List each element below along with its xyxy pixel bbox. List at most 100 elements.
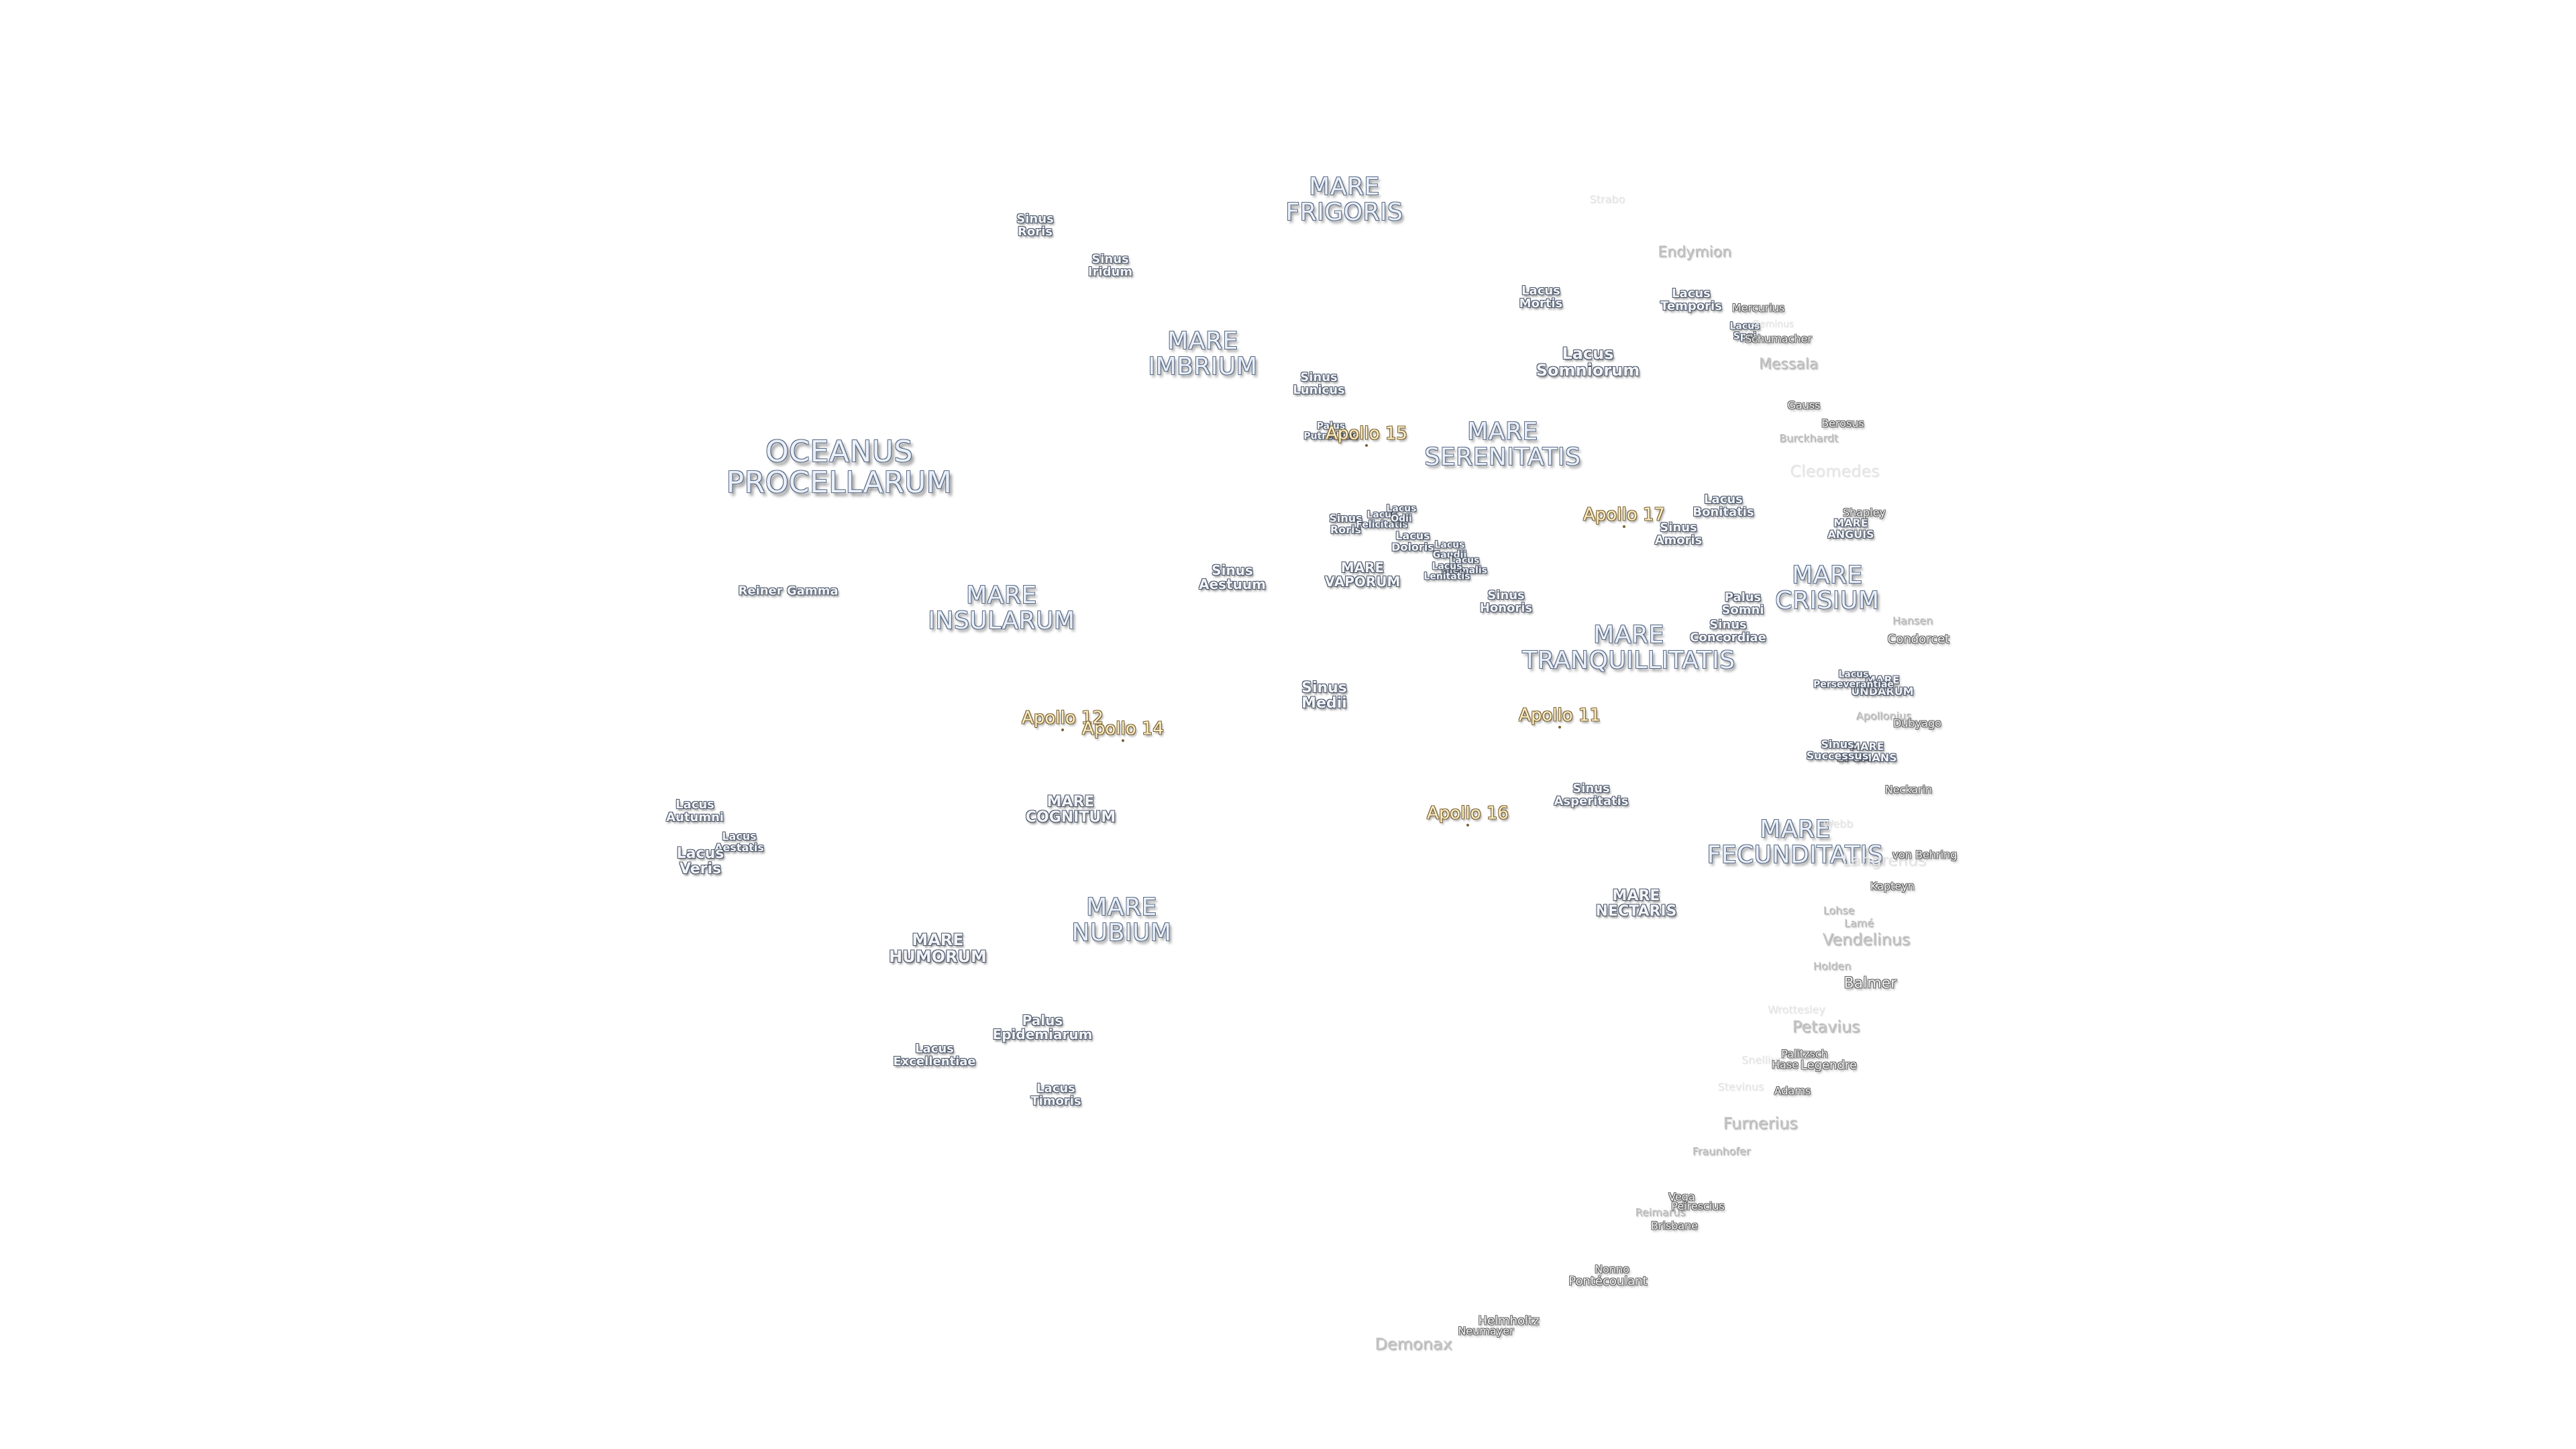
crater-hansen-label: Hansen bbox=[1892, 614, 1933, 627]
mare-imbrium-label: MARE IMBRIUM bbox=[1148, 327, 1258, 380]
crater-wrottesley-label: Wrottesley bbox=[1768, 1003, 1825, 1016]
crater-adams-label: Adams bbox=[1774, 1084, 1811, 1097]
lacus-spei-label: Lacus Spei bbox=[1729, 321, 1760, 341]
sinus-roris-label: Sinus Roris bbox=[1016, 212, 1054, 239]
crater-gauss-label: Gauss bbox=[1787, 398, 1821, 412]
crater-schumacher-label: Schumacher bbox=[1745, 332, 1812, 345]
lacus-bonitatis-label: Lacus Bonitatis bbox=[1693, 492, 1754, 519]
mare-tranquillitatis-label: MARE TRANQUILLITATIS bbox=[1522, 621, 1735, 674]
lacus-mortis-label: Lacus Mortis bbox=[1519, 284, 1563, 311]
palus-somni-label: Palus Somni bbox=[1721, 590, 1764, 617]
apollo-12-label: Apollo 12 bbox=[1022, 708, 1104, 729]
lacus-perseverantiae-label: Lacus Perseverantiae bbox=[1813, 669, 1894, 690]
crater-shapley-label: Shapley bbox=[1842, 506, 1886, 519]
mare-vaporum-label: MARE VAPORUM bbox=[1324, 559, 1401, 590]
crater-condorcet-label: Condorcet bbox=[1887, 632, 1950, 647]
crater-dubyago-label: Dubyago bbox=[1893, 716, 1941, 730]
crater-balmer-label: Balmer bbox=[1843, 975, 1897, 992]
crater-geminus-label: Geminus bbox=[1752, 319, 1794, 330]
apollo-11-marker-icon bbox=[1558, 726, 1561, 729]
crater-strabo-label: Strabo bbox=[1589, 193, 1625, 206]
apollo-14-marker-icon bbox=[1122, 739, 1124, 742]
crater-furnerius-label: Furnerius bbox=[1723, 1114, 1798, 1133]
sinus-honoris-label: Sinus Honoris bbox=[1479, 588, 1533, 615]
lacus-lenitatis-label: Lacus Lenitatis bbox=[1424, 561, 1470, 582]
crater-kapteyn-label: Kapteyn bbox=[1870, 879, 1915, 893]
crater-hase-label: Hase bbox=[1771, 1058, 1799, 1071]
apollo-17-label: Apollo 17 bbox=[1583, 504, 1665, 525]
lacus-felicitatis-label: Lacus Felicitatis bbox=[1356, 509, 1408, 530]
lacus-veris-label: Lacus Veris bbox=[676, 845, 724, 877]
sinus-aestuum-label: Sinus Aestuum bbox=[1199, 562, 1266, 592]
crater-vega-label: Vega bbox=[1668, 1190, 1695, 1203]
lacus-gaudii-label: Lacus Gaudii bbox=[1432, 539, 1467, 560]
crater-snellius-label: Snellius bbox=[1741, 1053, 1783, 1067]
crater-lame-label: Lamé bbox=[1843, 916, 1874, 930]
apollo-16-marker-icon bbox=[1466, 824, 1469, 826]
mare-insularum-label: MARE INSULARUM bbox=[928, 582, 1075, 635]
crater-messala-label: Messala bbox=[1758, 356, 1819, 373]
mare-serenitatis-label: MARE SERENITATIS bbox=[1424, 418, 1581, 471]
lacus-excellentiae-label: Lacus Excellentiae bbox=[893, 1042, 976, 1069]
mare-nubium-label: MARE NUBIUM bbox=[1071, 894, 1172, 947]
oceanus-procellarum-label: OCEANUS PROCELLARUM bbox=[726, 434, 953, 500]
apollo-11-label: Apollo 11 bbox=[1519, 705, 1601, 726]
mare-spumans-label: MARE SPUMANS bbox=[1837, 740, 1897, 764]
mare-crisium-label: MARE CRISIUM bbox=[1775, 561, 1880, 614]
crater-mercurius-label: Mercurius bbox=[1731, 301, 1785, 315]
mare-frigoris-label: MARE FRIGORIS bbox=[1285, 173, 1403, 226]
sinus-medii-label: Sinus Medii bbox=[1301, 679, 1347, 712]
lacus-timoris-label: Lacus Timoris bbox=[1030, 1081, 1081, 1108]
crater-stevinus-label: Stevinus bbox=[1717, 1080, 1764, 1093]
crater-burckhardt-label: Burckhardt bbox=[1778, 431, 1839, 445]
crater-helmholtz-label: Helmholtz bbox=[1478, 1313, 1540, 1328]
lacus-temporis-label: Lacus Temporis bbox=[1660, 286, 1722, 313]
crater-palitzsch-label: Palitzsch bbox=[1781, 1047, 1828, 1061]
crater-berosus-label: Berosus bbox=[1821, 417, 1864, 430]
crater-petavius-label: Petavius bbox=[1792, 1017, 1860, 1036]
lacus-autumni-label: Lacus Autumni bbox=[666, 798, 724, 824]
lacus-odii-label: Lacus Odii bbox=[1386, 503, 1417, 524]
crater-lohse-label: Lohse bbox=[1823, 904, 1855, 917]
mare-undarum-label: MARE UNDARUM bbox=[1851, 674, 1914, 698]
apollo-12-marker-icon bbox=[1061, 729, 1064, 731]
sinus-asperitatis-label: Sinus Asperitatis bbox=[1554, 782, 1629, 808]
lacus-somniorum-label: Lacus Somniorum bbox=[1536, 343, 1640, 380]
apollo-17-marker-icon bbox=[1623, 525, 1625, 528]
crater-apollonius-label: Apollonius bbox=[1856, 709, 1912, 722]
crater-neckarin-label: Neckarin bbox=[1884, 783, 1933, 796]
mare-humorum-label: MARE HUMORUM bbox=[889, 930, 987, 966]
apollo-15-marker-icon bbox=[1365, 444, 1368, 447]
crater-webb-label: Webb bbox=[1823, 817, 1854, 830]
apollo-15-label: Apollo 15 bbox=[1326, 423, 1407, 444]
sinus-successus-label: Sinus Successus bbox=[1806, 738, 1869, 762]
crater-langrenus-label: Langrenus bbox=[1842, 851, 1927, 870]
sinus-iridum-label: Sinus Iridum bbox=[1087, 252, 1133, 279]
lacus-hiemalis-label: Lacus Hiemalis bbox=[1442, 555, 1487, 576]
mare-cognitum-label: MARE COGNITUM bbox=[1025, 793, 1116, 826]
crater-brisbane-label: Brisbane bbox=[1650, 1219, 1699, 1232]
sinus-lunicus-label: Sinus Lunicus bbox=[1293, 370, 1345, 397]
mare-fecunditatis-label: MARE FECUNDITATIS bbox=[1707, 816, 1884, 869]
lacus-doloris-label: Lacus Doloris bbox=[1391, 529, 1434, 553]
crater-pontecoulant-label: Pontécoulant bbox=[1568, 1274, 1648, 1289]
crater-peirescius-label: Peirescius bbox=[1671, 1199, 1725, 1213]
reiner-gamma-label: Reiner Gamma bbox=[738, 584, 839, 598]
mare-anguis-label: MARE ANGUIS bbox=[1827, 517, 1874, 541]
lacus-aestatis-label: Lacus Aestatis bbox=[714, 830, 764, 854]
crater-legendre-label: Legendre bbox=[1800, 1058, 1858, 1073]
crater-nonno-label: Nonno bbox=[1595, 1263, 1629, 1276]
crater-fraunhofer-label: Fraunhofer bbox=[1692, 1144, 1751, 1158]
palus-putredinis-label: Palus Putredinis bbox=[1303, 421, 1358, 441]
sinus-roris-2-label: Sinus Roris bbox=[1329, 512, 1362, 536]
palus-epidemiarum-label: Palus Epidemiarum bbox=[992, 1012, 1093, 1042]
crater-neumayer-label: Neumayer bbox=[1458, 1324, 1514, 1338]
sinus-concordiae-label: Sinus Concordiae bbox=[1690, 618, 1766, 645]
crater-cleomedes-label: Cleomedes bbox=[1790, 462, 1880, 481]
sinus-amoris-label: Sinus Amoris bbox=[1654, 521, 1703, 547]
crater-reimarus-label: Reimarus bbox=[1635, 1205, 1686, 1219]
crater-vendelinus-label: Vendelinus bbox=[1822, 930, 1911, 949]
crater-endymion-label: Endymion bbox=[1658, 244, 1731, 261]
mare-nectaris-label: MARE NECTARIS bbox=[1595, 887, 1677, 920]
